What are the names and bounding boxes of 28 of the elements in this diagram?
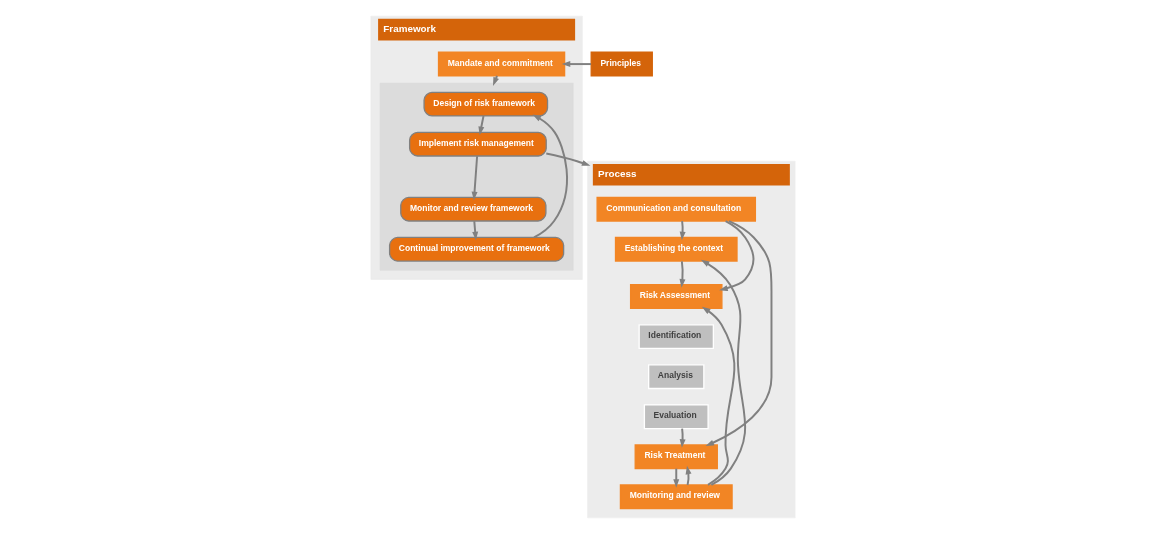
node-box: Establishing the context [614,236,738,262]
node-box: Design of risk framework [423,91,549,117]
node-box: Risk Treatment [634,444,718,470]
node-box: Risk Assessment [629,284,723,310]
node-box: Continual improvement of framework [388,236,565,262]
node-box: Implement risk management [408,131,547,157]
node-box: Monitor and review framework [400,196,547,222]
arrow [532,114,568,239]
cluster [379,82,574,271]
node-box: Mandate and commitment [437,51,566,77]
node-box: Communication and consultation [596,196,757,222]
arrow [705,220,773,447]
arrow [701,306,736,486]
node-box: Analysis [648,364,705,390]
arrow [478,115,485,136]
arrow [545,152,591,166]
arrow [472,220,479,241]
node-box: Identification [638,324,714,350]
node-box: Principles [590,51,653,77]
arrow [561,61,592,68]
arrow [679,260,686,288]
arrow [700,259,747,486]
node-box: Monitoring and review [619,484,733,510]
arrow [685,465,692,486]
arrow [719,220,755,292]
arrow [471,155,479,201]
arrow [679,220,686,241]
node-box: Evaluation [643,404,709,430]
